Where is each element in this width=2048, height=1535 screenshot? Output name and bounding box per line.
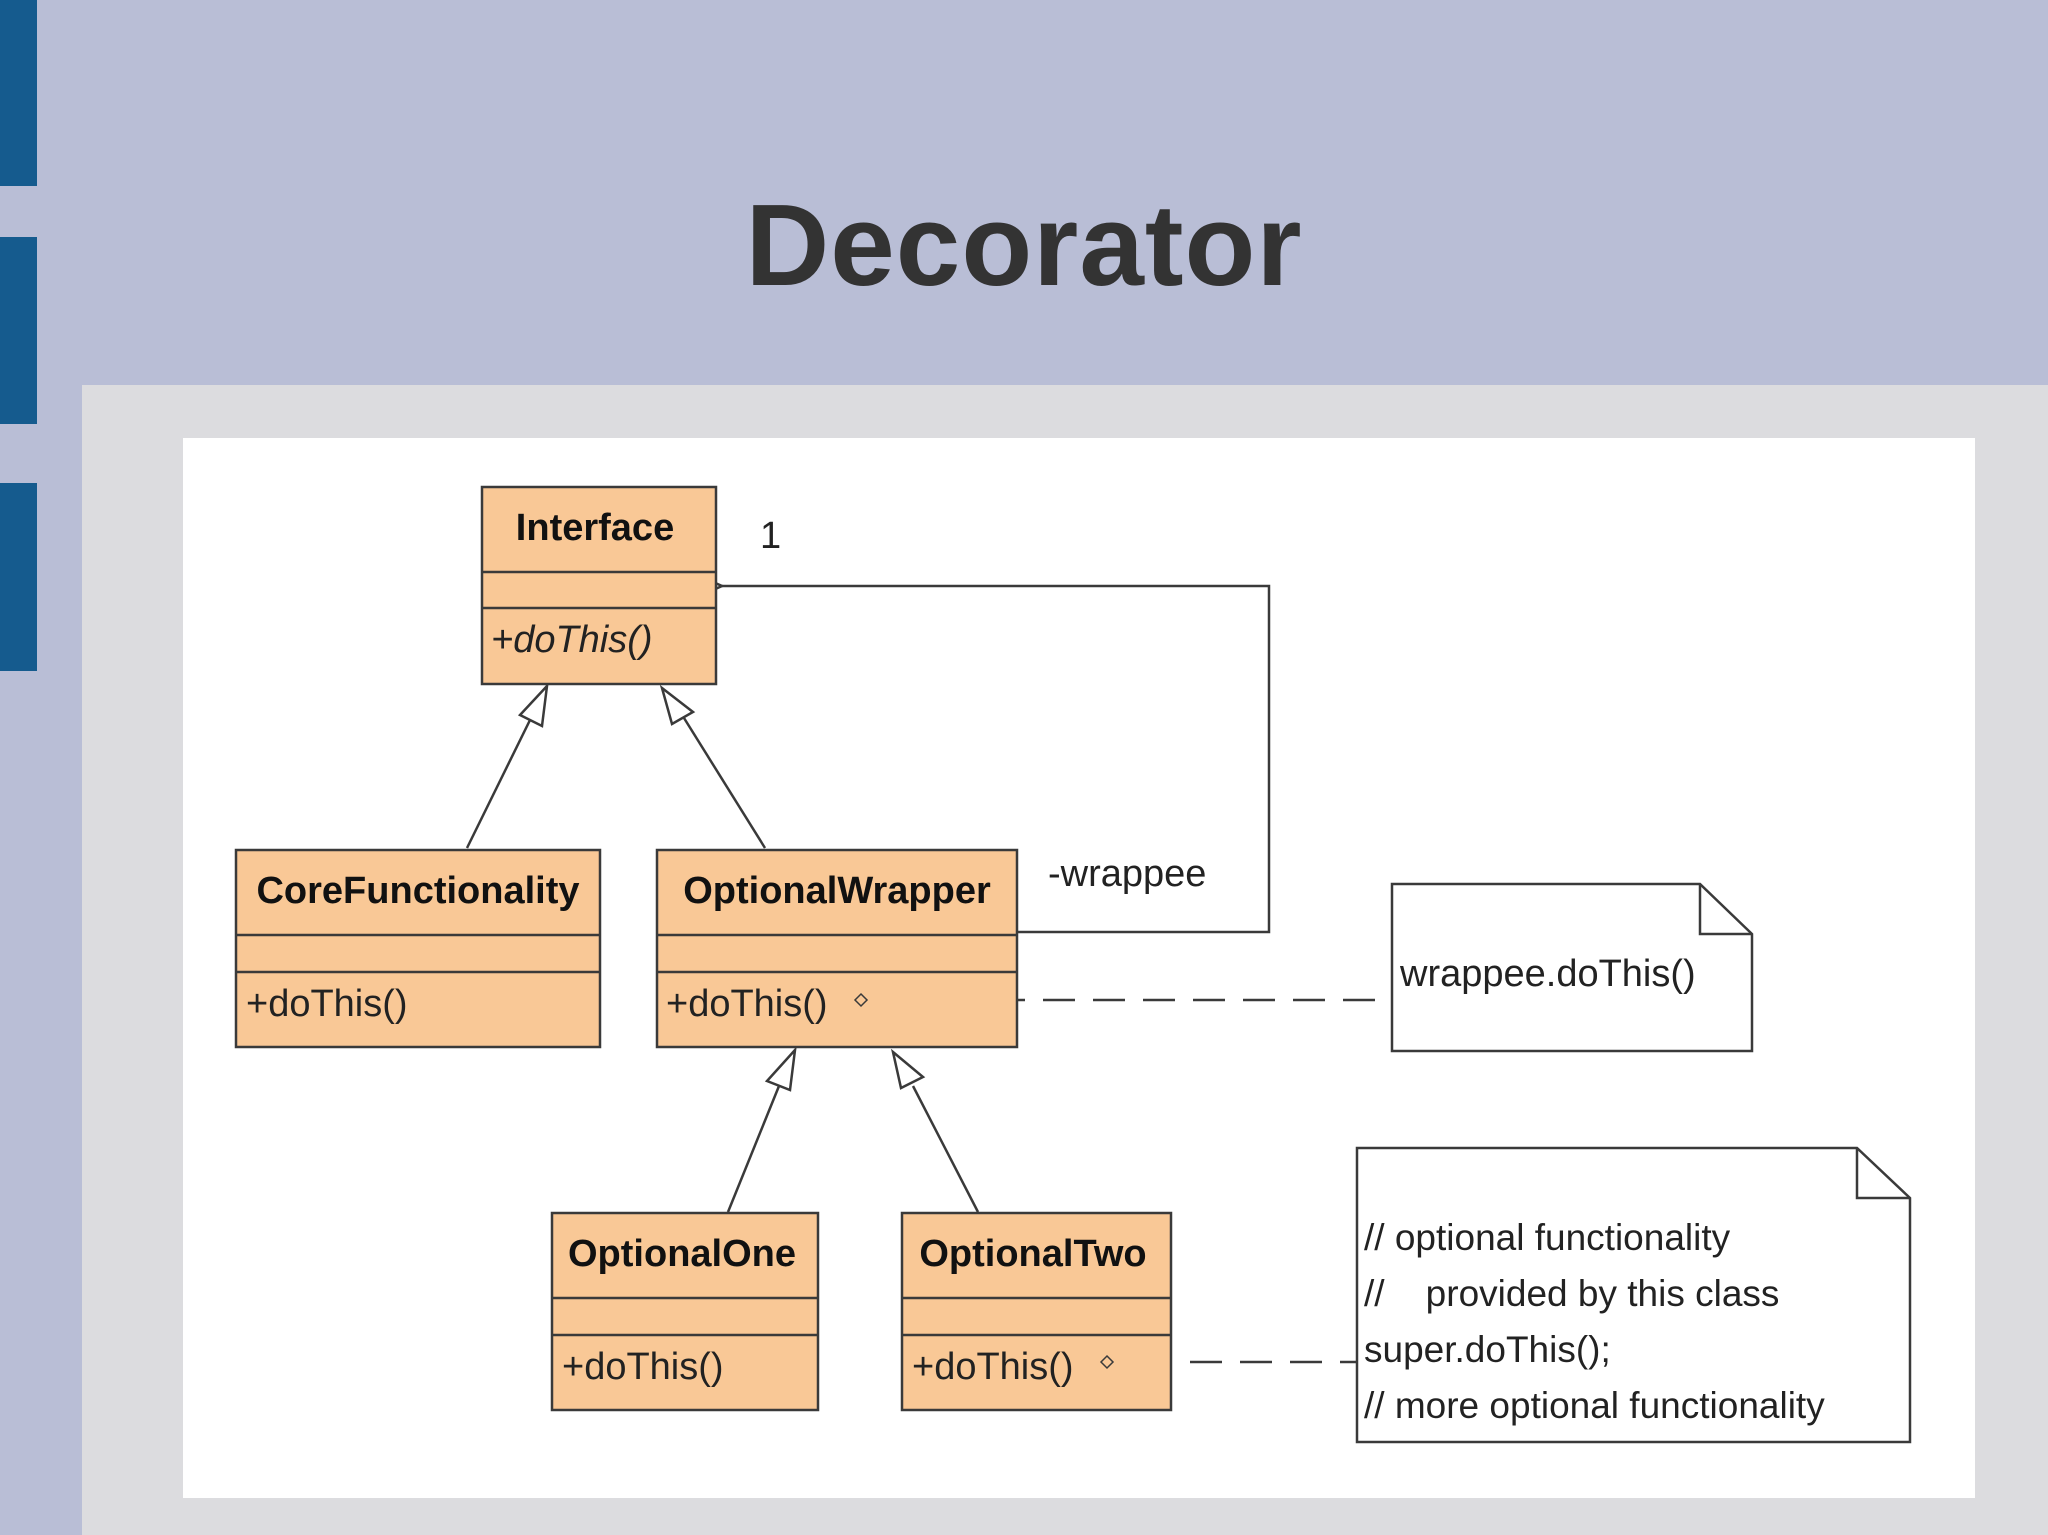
- class-core-functionality[interactable]: CoreFunctionality +doThis(): [234, 848, 602, 1049]
- class-operation: +doThis(): [562, 1346, 724, 1388]
- side-bar-segment-3: [0, 483, 37, 671]
- side-bar-segment-2: [0, 237, 37, 424]
- class-name: CoreFunctionality: [256, 870, 579, 912]
- class-name: OptionalWrapper: [683, 870, 991, 912]
- side-bar-segment-1: [0, 0, 37, 186]
- note-optional-functionality[interactable]: // optional functionality // provided by…: [1355, 1146, 1912, 1444]
- note-line: // optional functionality: [1364, 1217, 1731, 1258]
- note-anchor-icon: [1099, 1354, 1115, 1370]
- generalization-wrapper: [659, 684, 767, 849]
- class-operation: +doThis(): [912, 1346, 1074, 1388]
- class-optional-one[interactable]: OptionalOne +doThis(): [550, 1211, 820, 1412]
- class-name: Interface: [516, 507, 674, 549]
- note-line: wrappee.doThis(): [1399, 953, 1696, 995]
- note-line: super.doThis();: [1364, 1329, 1611, 1370]
- class-name: OptionalOne: [568, 1233, 796, 1275]
- class-name: OptionalTwo: [919, 1233, 1146, 1275]
- class-optional-two[interactable]: OptionalTwo +doThis(): [900, 1211, 1173, 1412]
- multiplicity-label: 1: [760, 515, 781, 557]
- generalization-core: [465, 682, 549, 849]
- generalization-one: [726, 1046, 797, 1213]
- note-line: // more optional functionality: [1364, 1385, 1825, 1426]
- note-anchor-icon: [853, 992, 869, 1008]
- wrappee-association-line: [722, 586, 1271, 934]
- class-operation: +doThis(): [246, 983, 408, 1025]
- slide-title: Decorator: [745, 180, 1303, 310]
- class-operation: +doThis(): [491, 619, 653, 661]
- note-line: // provided by this class: [1364, 1273, 1779, 1314]
- class-operation: +doThis(): [666, 983, 828, 1025]
- generalization-two: [890, 1048, 980, 1213]
- note-wrappee-call[interactable]: wrappee.doThis(): [1390, 882, 1754, 1053]
- wrappee-role-label: -wrappee: [1048, 853, 1206, 895]
- class-optional-wrapper[interactable]: OptionalWrapper +doThis(): [655, 848, 1019, 1049]
- class-interface[interactable]: Interface +doThis(): [480, 485, 718, 686]
